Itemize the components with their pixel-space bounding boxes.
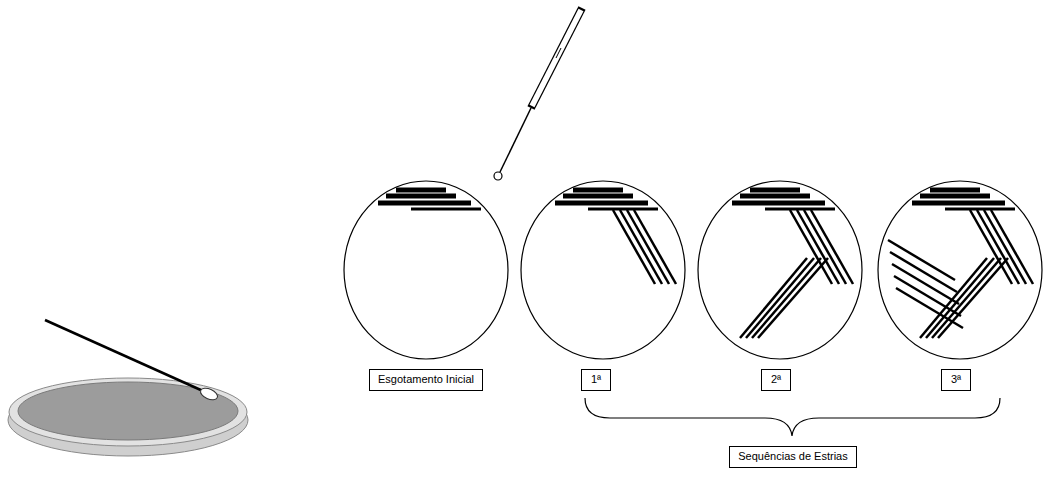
streak-line xyxy=(563,194,633,199)
plate-outline xyxy=(698,181,862,359)
streak-line xyxy=(555,201,648,206)
streak-line xyxy=(386,194,456,199)
swab xyxy=(45,320,219,402)
streak-line xyxy=(765,208,835,211)
streak-line xyxy=(750,188,800,193)
streak-line xyxy=(411,208,481,211)
plate-outline xyxy=(344,181,508,359)
agar-plate xyxy=(878,181,1042,359)
streak-line xyxy=(888,240,955,280)
streak-line xyxy=(991,210,1033,284)
streak-line xyxy=(811,210,853,284)
streak-line xyxy=(804,210,846,284)
streak-line xyxy=(758,258,828,338)
streak-line xyxy=(945,208,1015,211)
label-box: Esgotamento Inicial xyxy=(369,369,483,391)
streak-line xyxy=(740,194,810,199)
streak-line xyxy=(732,201,825,206)
label-box: 3ª xyxy=(941,369,971,391)
label-text: Sequências de Estrias xyxy=(738,450,847,463)
label-box: 2ª xyxy=(761,369,791,391)
bracket xyxy=(585,398,1000,436)
streak-line xyxy=(894,276,961,316)
streak-line xyxy=(627,210,669,284)
streak-line xyxy=(746,258,814,338)
plate-outline xyxy=(878,181,1042,359)
streak-line xyxy=(890,252,957,292)
inoculating-loop xyxy=(494,8,582,180)
streak-line xyxy=(396,188,446,193)
streak-line xyxy=(984,210,1026,284)
culture-plates xyxy=(344,181,1042,359)
label-text: 3ª xyxy=(951,373,961,386)
agar-plate xyxy=(698,181,862,359)
streak-line xyxy=(896,288,963,328)
agar-plate xyxy=(344,181,508,359)
streak-line xyxy=(930,188,980,193)
streak-line xyxy=(378,201,471,206)
streak-line xyxy=(634,210,676,284)
streak-line xyxy=(892,264,959,304)
streak-line xyxy=(740,258,807,338)
label-text: 1ª xyxy=(591,373,601,386)
streak-line xyxy=(573,188,623,193)
streak-line xyxy=(752,258,821,338)
streak-line xyxy=(912,201,1005,206)
label-box: 1ª xyxy=(581,369,611,391)
label-box: Sequências de Estrias xyxy=(729,446,857,468)
plate-outline xyxy=(521,181,685,359)
petri-dish xyxy=(8,378,248,456)
streak-line xyxy=(932,258,1001,338)
agar-plate xyxy=(521,181,685,359)
label-text: 2ª xyxy=(771,373,781,386)
label-text: Esgotamento Inicial xyxy=(378,373,474,386)
streak-line xyxy=(920,194,990,199)
streak-line xyxy=(588,208,658,211)
